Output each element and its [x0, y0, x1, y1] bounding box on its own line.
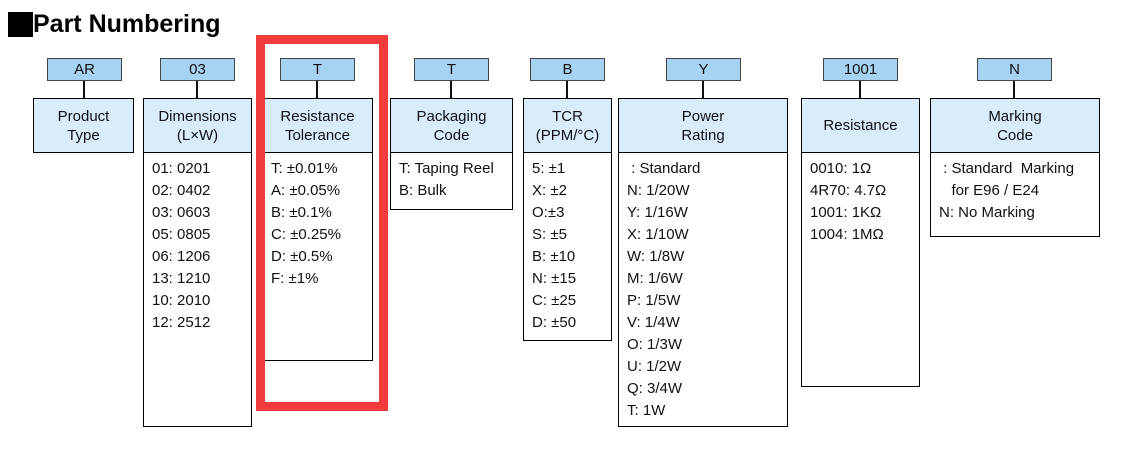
list-item: 10: 2010 — [152, 292, 211, 309]
list-item: P: 1/5W — [627, 292, 681, 309]
category-box: Power Rating — [618, 98, 788, 153]
list-item: : Standard — [627, 160, 701, 177]
options-box: : Standard N: 1/20W Y: 1/16W X: 1/10W W: 1/8… — [618, 152, 788, 427]
category-box: Marking Code — [930, 98, 1100, 153]
list-item: F: ±1% — [271, 270, 319, 287]
connector-line — [83, 81, 85, 98]
list-item: 01: 0201 — [152, 160, 211, 177]
list-item: X: 1/10W — [627, 226, 689, 243]
list-item: N: No Marking — [939, 204, 1035, 221]
title-square-bullet-icon — [8, 11, 33, 37]
category-box: TCR (PPM/°C) — [523, 98, 612, 153]
list-item: U: 1/2W — [627, 358, 682, 375]
list-item: S: ±5 — [532, 226, 567, 243]
options-box: 5: ±1 X: ±2 O:±3 S: ±5 B: ±10 N: ±15 C: ±25 D: … — [523, 152, 612, 341]
category-box: Resistance — [801, 98, 920, 153]
list-item: B: ±0.1% — [271, 204, 332, 221]
list-item: D: ±0.5% — [271, 248, 333, 265]
page-title: Part Numbering — [8, 10, 221, 38]
options-box: T: Taping Reel B: Bulk — [390, 152, 513, 210]
options-box: T: ±0.01% A: ±0.05% B: ±0.1% C: ±0.25% D: ±0… — [262, 152, 373, 361]
code-box: T — [280, 58, 355, 81]
category-box: Resistance Tolerance — [262, 98, 373, 153]
list-item: V: 1/4W — [627, 314, 680, 331]
connector-line — [566, 81, 568, 98]
code-box: AR — [47, 58, 122, 81]
code-box: B — [530, 58, 605, 81]
code-box: N — [977, 58, 1052, 81]
list-item: 13: 1210 — [152, 270, 211, 287]
list-item: 06: 1206 — [152, 248, 211, 265]
category-box: Product Type — [33, 98, 134, 153]
list-item: : Standard Marking for E96 / E24 — [943, 160, 1075, 199]
list-item: M: 1/6W — [627, 270, 683, 287]
list-item: A: ±0.05% — [271, 182, 341, 199]
category-box: Dimensions (L×W) — [143, 98, 252, 153]
connector-line — [859, 81, 861, 98]
list-item: T: ±0.01% — [271, 160, 338, 177]
code-box: T — [414, 58, 489, 81]
list-item: 1004: 1MΩ — [810, 226, 884, 243]
list-item: 03: 0603 — [152, 204, 211, 221]
list-item: 02: 0402 — [152, 182, 211, 199]
connector-line — [702, 81, 704, 98]
list-item: T: 1W — [627, 402, 666, 419]
list-item: Q: 3/4W — [627, 380, 683, 397]
category-box: Packaging Code — [390, 98, 513, 153]
options-box: 0010: 1Ω 4R70: 4.7Ω 1001: 1KΩ 1004: 1MΩ — [801, 152, 920, 387]
list-item: B: ±10 — [532, 248, 576, 265]
list-item: O:±3 — [532, 204, 565, 221]
list-item: B: Bulk — [399, 182, 447, 199]
list-item: W: 1/8W — [627, 248, 685, 265]
list-item: N: 1/20W — [627, 182, 690, 199]
connector-line — [1013, 81, 1015, 98]
list-item: X: ±2 — [532, 182, 567, 199]
page-title-text: Part Numbering — [33, 10, 221, 38]
list-item: C: ±0.25% — [271, 226, 341, 243]
list-item: 1001: 1KΩ — [810, 204, 882, 221]
code-box: Y — [666, 58, 741, 81]
connector-line — [450, 81, 452, 98]
list-item: O: 1/3W — [627, 336, 683, 353]
list-item: 05: 0805 — [152, 226, 211, 243]
list-item: 4R70: 4.7Ω — [810, 182, 887, 199]
list-item: 5: ±1 — [532, 160, 566, 177]
code-box: 03 — [160, 58, 235, 81]
list-item: N: ±15 — [532, 270, 577, 287]
connector-line — [316, 81, 318, 98]
list-item: Y: 1/16W — [627, 204, 688, 221]
list-item: 12: 2512 — [152, 314, 211, 331]
options-box: 01: 0201 02: 0402 03: 0603 05: 0805 06: 1206… — [143, 152, 252, 427]
list-item: 0010: 1Ω — [810, 160, 872, 177]
list-item: C: ±25 — [532, 292, 577, 309]
list-item: D: ±50 — [532, 314, 577, 331]
list-item: T: Taping Reel — [399, 160, 494, 177]
code-box: 1001 — [823, 58, 898, 81]
connector-line — [196, 81, 198, 98]
options-box: : Standard Marking for E96 / E24 N: No Ma… — [930, 152, 1100, 237]
